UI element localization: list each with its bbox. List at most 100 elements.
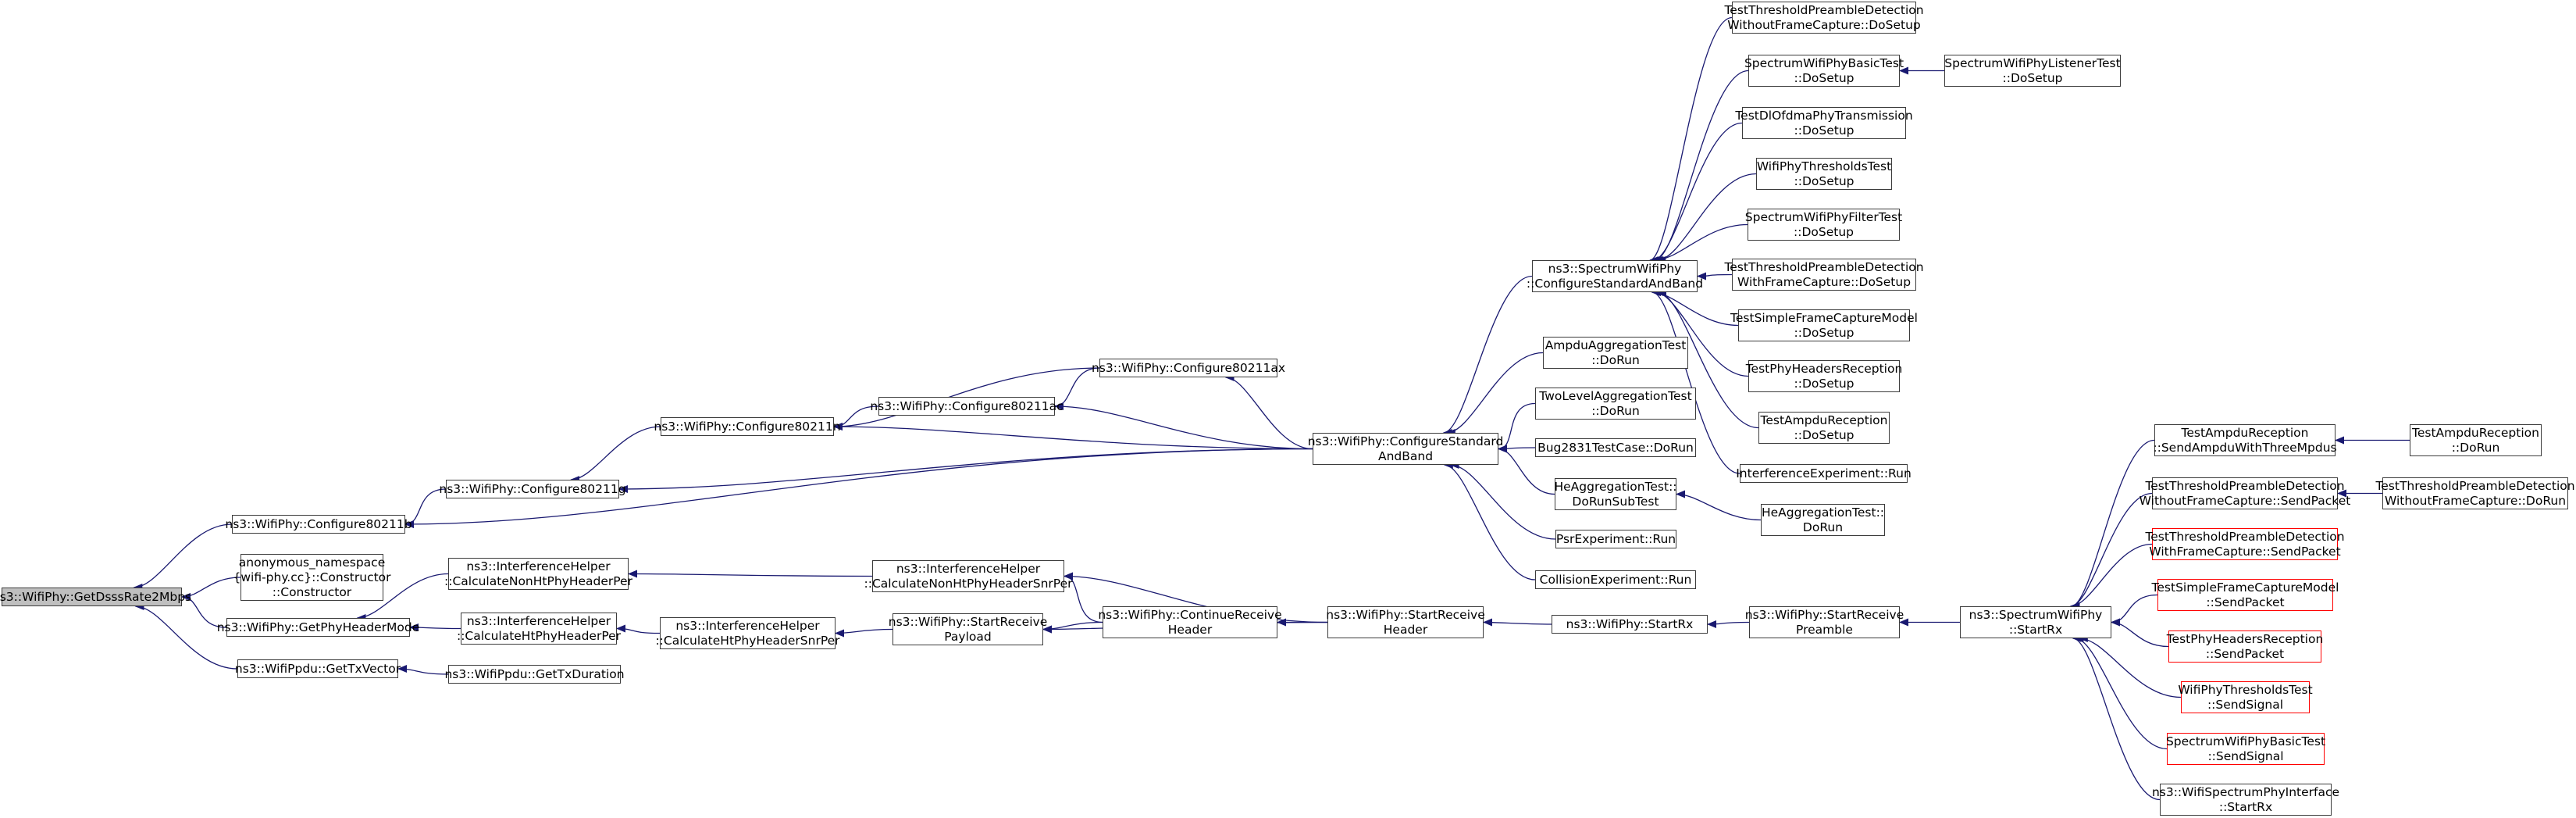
- edge-cfg11b-to-getdsss: [133, 523, 233, 591]
- node-label-line: ns3::WifiPhy::StartReceive: [1744, 607, 1904, 622]
- node-label-line: TestAmpduReception: [2181, 425, 2309, 440]
- edge-tar-send-to-spectrumstartrx: [2070, 439, 2155, 610]
- node-gettxdur[interactable]: ns3::WifiPpdu::GetTxDuration: [444, 665, 625, 684]
- node-tphr-setup[interactable]: TestPhyHeadersReception::DoSetup: [1746, 360, 1902, 392]
- edge-tdlofdma-to-spectrumcfg: [1651, 122, 1743, 264]
- edge-wpthresh-sig-to-spectrumstartrx: [2078, 634, 2182, 698]
- node-gettxvec[interactable]: ns3::WifiPpdu::GetTxVector: [234, 659, 401, 678]
- node-collexp[interactable]: CollisionExperiment::Run: [1535, 570, 1696, 589]
- node-label-line: ::SendPacket: [2205, 646, 2285, 661]
- node-bug2831[interactable]: Bug2831TestCase::DoRun: [1535, 438, 1696, 457]
- node-getphyhdr[interactable]: ns3::WifiPhy::GetPhyHeaderMode: [217, 618, 419, 637]
- edge-calchtsnr-to-calcht: [616, 624, 661, 634]
- edge-startrxpre-to-startrx: [1707, 620, 1750, 628]
- node-label-line: ::StartRx: [2008, 622, 2063, 637]
- node-calcht[interactable]: ns3::InterferenceHelper::CalculateHtPhyH…: [457, 613, 621, 645]
- node-interfexp[interactable]: InterferenceExperiment::Run: [1736, 464, 1912, 483]
- node-label-line: ::DoSetup: [1794, 325, 1855, 340]
- node-label-line: PsrExperiment::Run: [1555, 531, 1676, 546]
- node-label-line: ::CalculateNonHtPhyHeaderSnrPer: [864, 576, 1073, 591]
- node-label-line: Preamble: [1796, 622, 1853, 637]
- node-label-line: TestPhyHeadersReception: [2166, 631, 2324, 646]
- node-spectrumcfg[interactable]: ns3::SpectrumWifiPhy::ConfigureStandardA…: [1527, 260, 1703, 292]
- node-psrexp[interactable]: PsrExperiment::Run: [1555, 530, 1676, 548]
- node-tsfcm-setup[interactable]: TestSimpleFrameCaptureModel::DoSetup: [1730, 309, 1918, 341]
- node-tdlofdma[interactable]: TestDlOfdmaPhyTransmission::DoSetup: [1735, 107, 1913, 139]
- node-heaggdorun[interactable]: HeAggregationTest::DoRun: [1761, 504, 1885, 536]
- node-cfg11n[interactable]: ns3::WifiPhy::Configure80211n: [654, 417, 841, 436]
- node-label-line: WithFrameCapture::SendPacket: [2149, 544, 2341, 559]
- node-tphr-send[interactable]: TestPhyHeadersReception::SendPacket: [2166, 630, 2324, 663]
- node-label-line: DoRun: [1802, 520, 1844, 534]
- node-swpbt-sig[interactable]: SpectrumWifiPhyBasicTest::SendSignal: [2166, 733, 2325, 765]
- node-twolevel[interactable]: TwoLevelAggregationTest::DoRun: [1535, 388, 1696, 420]
- edge-cfgstd-to-cfg11ac: [1054, 402, 1313, 450]
- edge-swpft-to-spectrumcfg: [1654, 223, 1748, 264]
- node-label-line: anonymous_namespace: [238, 555, 386, 570]
- node-label-line: SpectrumWifiPhyListenerTest: [1944, 55, 2121, 70]
- node-cfg11ax[interactable]: ns3::WifiPhy::Configure80211ax: [1092, 359, 1285, 377]
- edge-calcnonhtsnr-to-calcnonht: [628, 570, 873, 578]
- node-label-line: ::StartRx: [2218, 799, 2273, 814]
- edge-cfgstd-to-cfg11ax: [1224, 373, 1313, 450]
- node-label-line: TestAmpduReception: [1760, 413, 1888, 427]
- edge-startrx-to-startrxhdr: [1483, 618, 1552, 627]
- node-tsfcm-send[interactable]: TestSimpleFrameCaptureModel::SendPacket: [2152, 579, 2339, 611]
- edge-heagg-to-cfgstd: [1498, 445, 1555, 495]
- node-startrx[interactable]: ns3::WifiPhy::StartRx: [1552, 615, 1708, 634]
- node-label-line: ::DoSetup: [1794, 427, 1855, 442]
- node-spectrumstartrx[interactable]: ns3::SpectrumWifiPhy::StartRx: [1960, 606, 2111, 638]
- node-anon[interactable]: anonymous_namespace{wifi-phy.cc}::Constr…: [233, 554, 391, 601]
- node-wspi-startrx[interactable]: ns3::WifiSpectrumPhyInterface::StartRx: [2152, 784, 2339, 816]
- node-label-line: ::DoRun: [1591, 352, 1640, 367]
- node-label-line: ns3::WifiPhy::Configure80211g: [439, 481, 626, 496]
- node-label-line: ns3::WifiPhy::StartReceive: [888, 614, 1048, 629]
- node-tar-dorun[interactable]: TestAmpduReception::DoRun: [2410, 424, 2542, 456]
- node-label-line: ns3::WifiPhy::Configure80211ac: [870, 398, 1064, 413]
- node-heagg[interactable]: HeAggregationTest::DoRunSubTest: [1554, 478, 1677, 510]
- node-label-line: ::Constructor: [272, 584, 352, 599]
- node-tar-setup[interactable]: TestAmpduReception::DoSetup: [1758, 412, 1890, 444]
- node-cfg11b[interactable]: ns3::WifiPhy::Configure80211b: [225, 515, 412, 534]
- node-wpthresh-setup[interactable]: WifiPhyThresholdsTest::DoSetup: [1756, 158, 1892, 190]
- edge-collexp-to-cfgstd: [1443, 461, 1536, 580]
- node-swpbt-setup[interactable]: SpectrumWifiPhyBasicTest::DoSetup: [1744, 55, 1904, 87]
- node-label-line: ::DoSetup: [1794, 224, 1854, 239]
- node-getdsss[interactable]: ns3::WifiPhy::GetDsssRate2Mbps: [0, 588, 191, 606]
- node-label-line: ns3::SpectrumWifiPhy: [1969, 607, 2103, 622]
- node-label-line: ::DoSetup: [1794, 70, 1855, 85]
- node-label-line: ns3::WifiPhy::StartReceive: [1326, 607, 1485, 622]
- node-swpft[interactable]: SpectrumWifiPhyFilterTest::DoSetup: [1744, 209, 1903, 241]
- node-label-line: ns3::WifiPhy::ContinueReceive: [1098, 607, 1282, 622]
- node-wpthresh-sig[interactable]: WifiPhyThresholdsTest::SendSignal: [2178, 681, 2313, 713]
- node-tar-send[interactable]: TestAmpduReception::SendAmpduWithThreeMp…: [2153, 424, 2337, 456]
- edge-psrexp-to-cfgstd: [1449, 461, 1556, 540]
- node-label-line: DoRunSubTest: [1572, 494, 1659, 509]
- edge-startrxpayload-to-calchtsnr: [835, 628, 893, 638]
- node-label-line: ns3::WifiPpdu::GetTxVector: [234, 661, 401, 676]
- node-cfg11ac[interactable]: ns3::WifiPhy::Configure80211ac: [870, 397, 1064, 416]
- node-ampdudorun[interactable]: AmpduAggregationTest::DoRun: [1543, 337, 1688, 369]
- edge-getphyhdr-to-getdsss: [181, 593, 227, 628]
- node-calchtsnr[interactable]: ns3::InterferenceHelper::CalculateHtPhyH…: [655, 617, 840, 649]
- node-cfg11g[interactable]: ns3::WifiPhy::Configure80211g: [439, 480, 626, 498]
- edge-ttpd-without-to-spectrumcfg: [1649, 16, 1733, 264]
- node-label-line: WithFrameCapture::DoSetup: [1737, 274, 1912, 289]
- node-label-line: SpectrumWifiPhyFilterTest: [1744, 209, 1903, 224]
- node-label-line: HeAggregationTest::: [1761, 505, 1885, 520]
- node-calcnonhtsnr[interactable]: ns3::InterferenceHelper::CalculateNonHtP…: [864, 560, 1073, 592]
- node-label-line: ns3::WifiPhy::Configure80211n: [654, 419, 841, 434]
- node-calcnonht[interactable]: ns3::InterferenceHelper::CalculateNonHtP…: [444, 558, 632, 590]
- node-swplistener[interactable]: SpectrumWifiPhyListenerTest::DoSetup: [1944, 55, 2121, 87]
